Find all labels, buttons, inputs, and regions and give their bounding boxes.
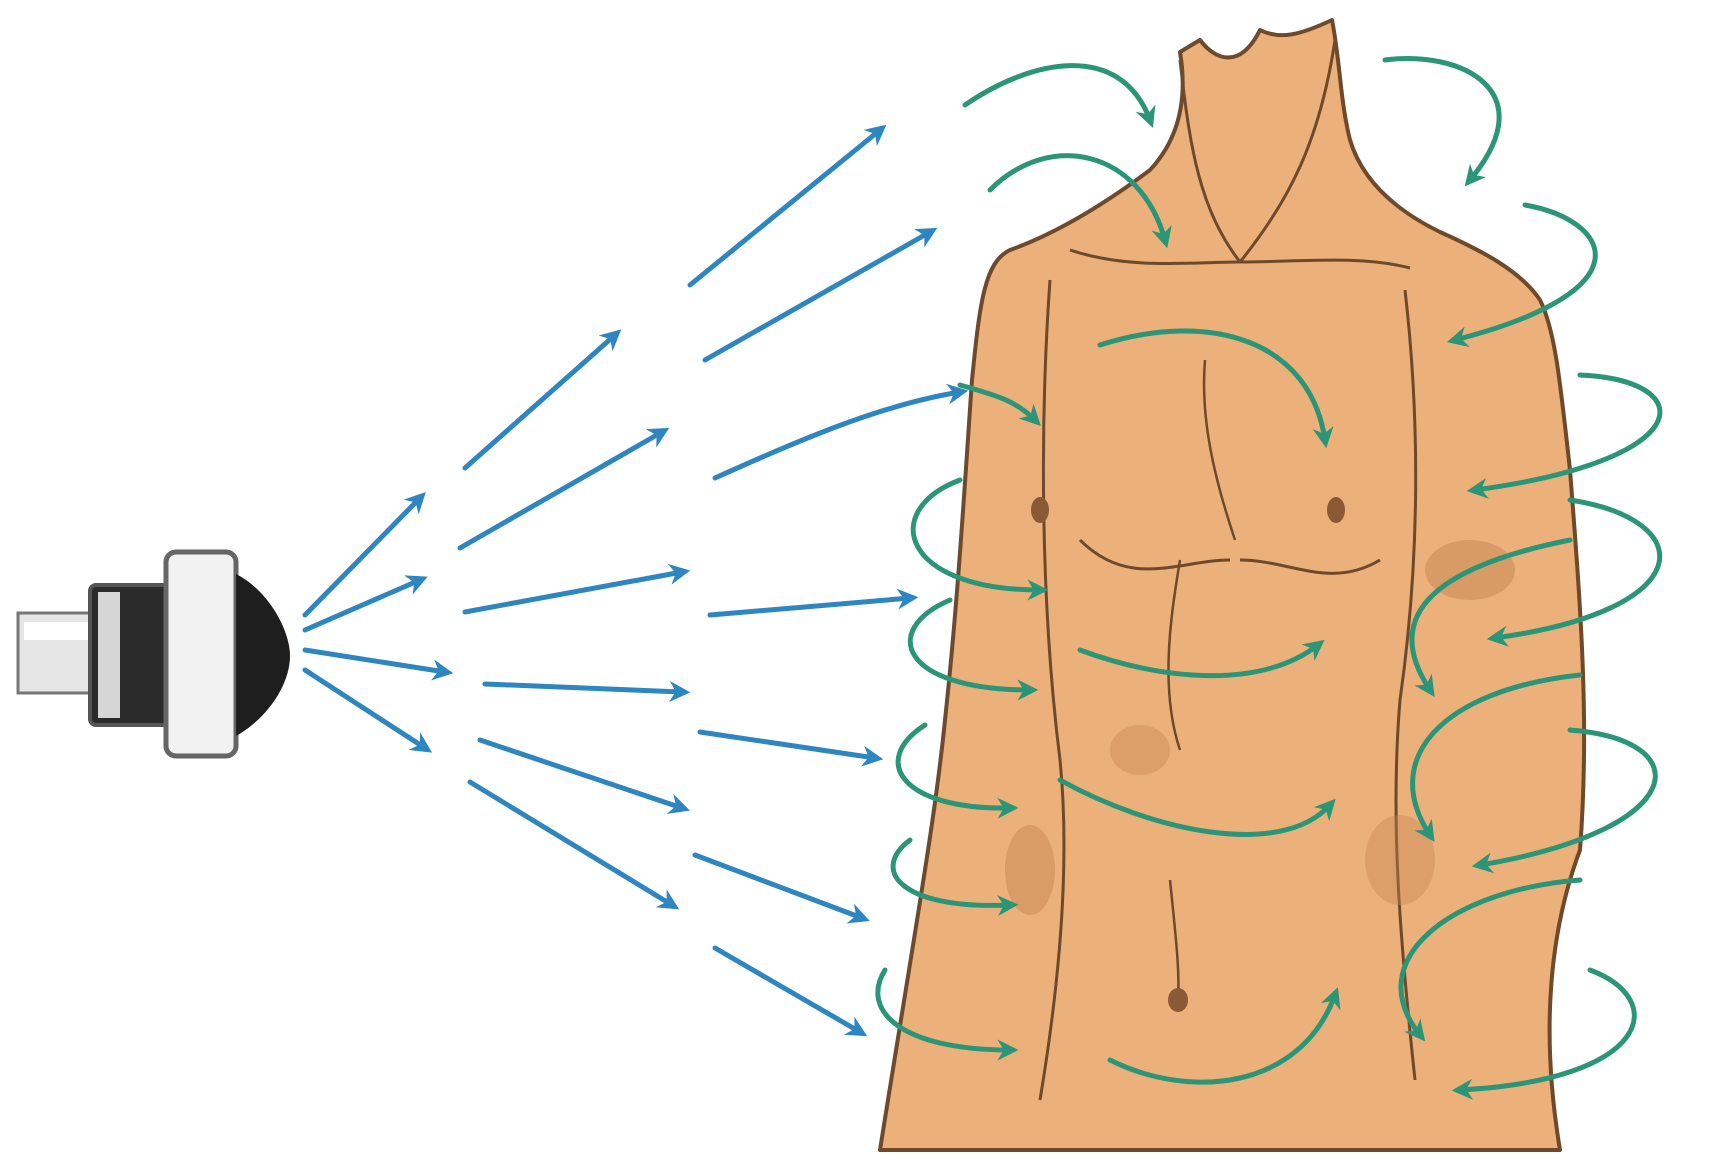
wave-arrow (470, 782, 672, 905)
wave-arrow (305, 670, 425, 748)
wave-arrow (460, 432, 662, 548)
wave-arrow (305, 580, 420, 630)
wave-arrow (485, 684, 682, 692)
wave-arrow (305, 498, 420, 615)
wave-arrow (710, 598, 910, 615)
wave-arrow (700, 732, 875, 758)
wave-arrow (715, 392, 960, 478)
wave-arrow (465, 335, 615, 468)
wave-arrow (690, 130, 880, 285)
shockwave-applicator-icon (18, 552, 290, 756)
current-arrow (965, 66, 1150, 120)
wave-arrow (465, 572, 682, 612)
emitted-wave-arrows (305, 130, 960, 1032)
wave-arrow (480, 740, 682, 808)
current-arrow (1385, 59, 1499, 181)
wave-arrow (705, 232, 930, 360)
wave-arrow (715, 948, 860, 1032)
wave-arrow (305, 650, 445, 672)
wave-arrow (695, 855, 862, 918)
